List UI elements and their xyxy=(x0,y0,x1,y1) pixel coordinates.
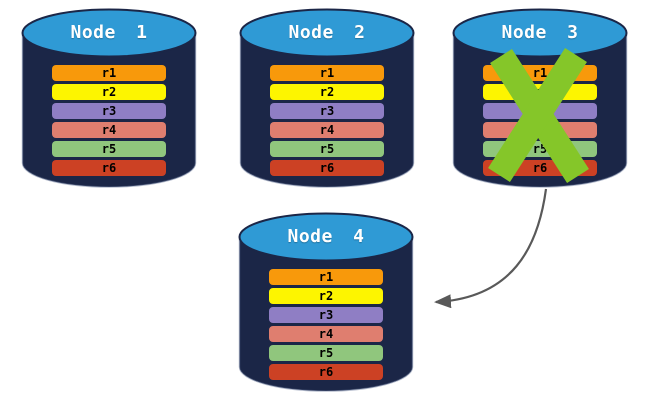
row-r2: r2 xyxy=(270,84,384,100)
node-title: Node 1 xyxy=(70,22,148,43)
row-r3: r3 xyxy=(52,103,166,119)
node-title: Node 2 xyxy=(288,22,366,43)
cylinder-top xyxy=(21,8,197,58)
row-r3: r3 xyxy=(483,103,597,119)
row-r4: r4 xyxy=(269,326,383,342)
row-r3: r3 xyxy=(269,307,383,323)
node-2: Node 2 r1 r2 r3 r4 r5 r6 xyxy=(239,8,415,188)
row-r5: r5 xyxy=(270,141,384,157)
row-r1: r1 xyxy=(483,65,597,81)
row-r6: r6 xyxy=(269,364,383,380)
row-r5: r5 xyxy=(52,141,166,157)
row-r1: r1 xyxy=(269,269,383,285)
row-r4: r4 xyxy=(483,122,597,138)
row-r2: r2 xyxy=(52,84,166,100)
node-1: Node 1 r1 r2 r3 r4 r5 r6 xyxy=(21,8,197,188)
row-stack: r1 r2 r3 r4 r5 r6 xyxy=(269,269,383,383)
row-r4: r4 xyxy=(52,122,166,138)
row-r1: r1 xyxy=(52,65,166,81)
cylinder-top xyxy=(239,8,415,58)
node-title: Node 3 xyxy=(501,22,579,43)
row-r5: r5 xyxy=(483,141,597,157)
row-r6: r6 xyxy=(483,160,597,176)
row-r6: r6 xyxy=(270,160,384,176)
row-r2: r2 xyxy=(269,288,383,304)
row-r1: r1 xyxy=(270,65,384,81)
row-r4: r4 xyxy=(270,122,384,138)
row-r6: r6 xyxy=(52,160,166,176)
node-title: Node 4 xyxy=(287,226,365,247)
row-r3: r3 xyxy=(270,103,384,119)
row-stack: r1 r2 r3 r4 r5 r6 xyxy=(270,65,384,179)
row-stack: r1 r2 r3 r4 r5 r6 xyxy=(483,65,597,179)
node-3: Node 3 r1 r2 r3 r4 r5 r6 xyxy=(452,8,628,188)
row-r5: r5 xyxy=(269,345,383,361)
failover-arrow xyxy=(434,188,548,309)
node-4: Node 4 r1 r2 r3 r4 r5 r6 xyxy=(238,212,414,392)
row-r2: r2 xyxy=(483,84,597,100)
cylinder-top xyxy=(238,212,414,262)
row-stack: r1 r2 r3 r4 r5 r6 xyxy=(52,65,166,179)
